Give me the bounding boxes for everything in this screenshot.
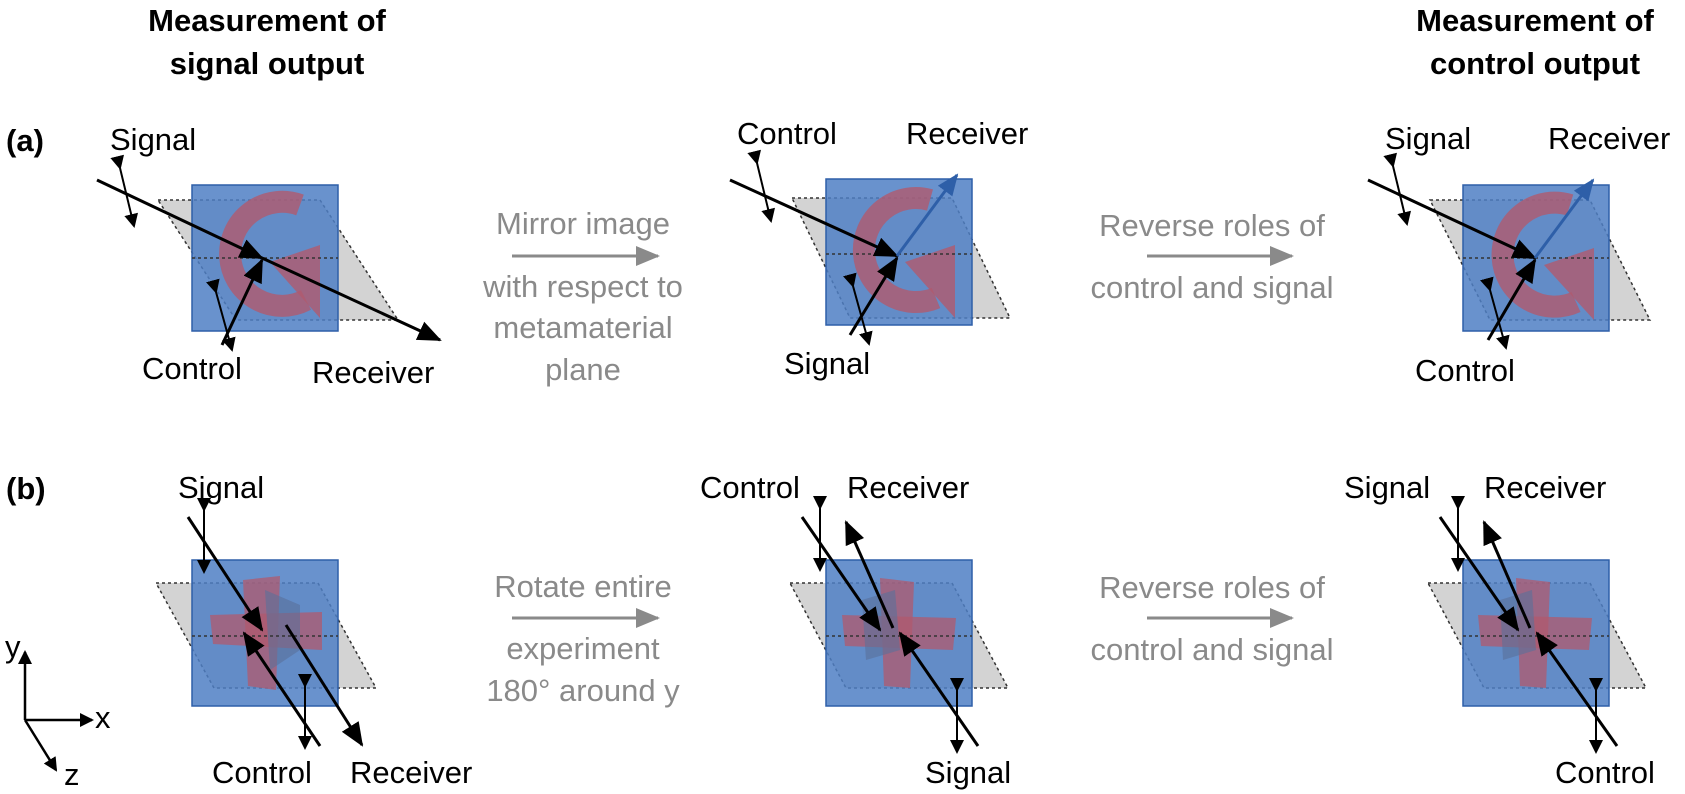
control-label: Control: [737, 116, 837, 151]
receiver-beam: [844, 520, 895, 629]
receiver-label: Receiver: [312, 355, 434, 390]
signal-beam: [898, 631, 980, 747]
control-label: Control: [1415, 353, 1515, 388]
coordinate-axes: y x z: [5, 629, 111, 792]
receiver-beam: [895, 173, 959, 257]
receiver-label: Receiver: [1484, 470, 1606, 505]
transform-b1-line2: experiment: [506, 631, 660, 666]
transform-a1-line1: Mirror image: [496, 206, 670, 241]
row-b-label: (b): [6, 471, 46, 506]
signal-label: Signal: [784, 346, 870, 381]
signal-label: Signal: [110, 122, 196, 157]
panel-b3: Signal Receiver Control: [1344, 470, 1655, 790]
panel-a2: Control Receiver Signal: [729, 116, 1028, 381]
transform-a2-line1: Reverse roles of: [1099, 208, 1325, 243]
transform-b1-line3: 180° around y: [486, 673, 680, 708]
cross-pattern-horizontal: [210, 612, 322, 650]
chiral-pattern: [1491, 191, 1581, 318]
header-right-line2: control output: [1430, 46, 1640, 81]
signal-label: Signal: [1385, 121, 1471, 156]
panel-a3: Signal Receiver Control: [1367, 121, 1670, 388]
header-left-line2: signal output: [170, 46, 365, 81]
control-polarization: [1480, 276, 1510, 350]
control-polarization: [206, 278, 236, 352]
signal-label: Signal: [1344, 470, 1430, 505]
receiver-beam: [284, 624, 364, 747]
transform-b1: Rotate entire experiment 180° around y: [486, 569, 680, 708]
transform-a1-line3: metamaterial: [493, 310, 672, 345]
signal-label: Signal: [925, 755, 1011, 790]
control-label: Control: [700, 470, 800, 505]
panel-b1: Signal Control Receiver: [154, 470, 472, 790]
transform-b2-line1: Reverse roles of: [1099, 570, 1325, 605]
chiral-pattern: [219, 190, 312, 317]
transform-a1: Mirror image with respect to metamateria…: [482, 206, 683, 387]
transform-b2-line2: control and signal: [1091, 632, 1334, 667]
transform-b1-line1: Rotate entire: [494, 569, 672, 604]
z-axis-arrow: [23, 719, 58, 772]
panel-a1: Signal Control Receiver: [96, 122, 442, 390]
chiral-pattern: [852, 187, 941, 313]
header-right-line1: Measurement of: [1416, 3, 1654, 38]
panel-b2: Control Receiver Signal: [700, 470, 1011, 790]
transform-b2: Reverse roles of control and signal: [1091, 570, 1334, 667]
receiver-beam: [261, 256, 442, 342]
control-label: Control: [212, 755, 312, 790]
control-beam: [1535, 631, 1619, 747]
header-left-line1: Measurement of: [148, 3, 386, 38]
transform-a1-line4: plane: [545, 352, 621, 387]
cross-pattern-shade: [265, 590, 300, 670]
receiver-beam: [1533, 178, 1595, 259]
y-axis-label: y: [5, 629, 21, 664]
z-axis-label: z: [64, 757, 80, 792]
transform-a2: Reverse roles of control and signal: [1091, 208, 1334, 305]
signal-polarization: [1383, 152, 1411, 226]
control-label: Control: [142, 351, 242, 386]
control-polarization: [747, 149, 775, 223]
chiral-pattern-tip: [270, 245, 320, 318]
transform-a2-line2: control and signal: [1091, 270, 1334, 305]
chiral-pattern-tip: [1544, 248, 1594, 320]
receiver-beam: [1482, 520, 1532, 629]
receiver-label: Receiver: [847, 470, 969, 505]
row-a-label: (a): [6, 123, 44, 158]
transform-a1-line2: with respect to: [482, 269, 683, 304]
receiver-label: Receiver: [350, 755, 472, 790]
control-label: Control: [1555, 755, 1655, 790]
x-axis-label: x: [95, 700, 111, 735]
receiver-label: Receiver: [906, 116, 1028, 151]
signal-polarization: [110, 154, 138, 228]
signal-polarization: [843, 272, 873, 346]
signal-label: Signal: [178, 470, 264, 505]
receiver-label: Receiver: [1548, 121, 1670, 156]
chiral-pattern-tip: [905, 245, 955, 318]
